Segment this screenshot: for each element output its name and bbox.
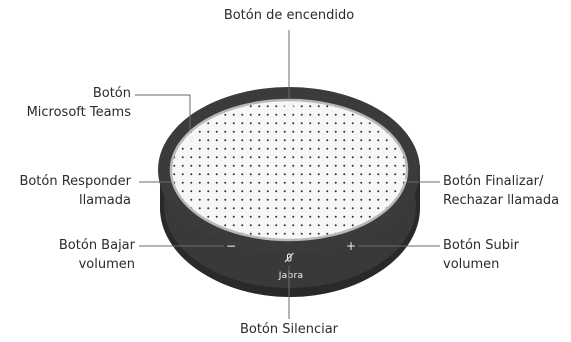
answer-call-icon[interactable] [175,176,179,186]
power-icon[interactable] [284,101,294,112]
label-voldown-line1: Botón Bajar [58,238,135,253]
label-end-line1: Botón Finalizar/ [443,174,544,189]
callout-line-teams [135,94,191,130]
volume-down-icon[interactable]: − [226,239,236,253]
label-mute-text: Botón Silenciar [239,322,339,337]
label-mute-button: Botón Silenciar [200,320,378,339]
mute-icon[interactable] [284,252,294,263]
label-volup-line2: volumen [443,257,500,272]
grille-ring [169,98,409,242]
label-power-button: Botón de encendido [200,6,378,25]
callout-lines [135,30,440,319]
label-answer-line1: Botón Responder [19,174,131,189]
label-voldown-line2: volumen [78,257,135,272]
label-answer-line2: llamada [78,193,131,208]
label-volume-up-button: Botón Subir volumen [443,236,571,274]
label-teams-line2: Microsoft Teams [26,105,131,120]
label-answer-button: Botón Responder llamada [0,172,131,210]
label-end-line2: Rechazar llamada [443,193,560,208]
brand-logo: Jabra [278,271,304,281]
label-end-button: Botón Finalizar/ Rechazar llamada [443,172,571,210]
label-power-text: Botón de encendido [223,8,355,23]
label-teams-button: Botón Microsoft Teams [0,84,131,122]
end-call-icon[interactable] [397,177,407,182]
volume-up-icon[interactable]: + [346,239,356,253]
label-volume-down-button: Botón Bajar volumen [0,236,135,274]
grille-dots [171,100,407,240]
label-teams-line1: Botón [92,86,131,101]
label-volup-line1: Botón Subir [443,238,519,253]
microsoft-teams-icon[interactable] [189,134,200,141]
